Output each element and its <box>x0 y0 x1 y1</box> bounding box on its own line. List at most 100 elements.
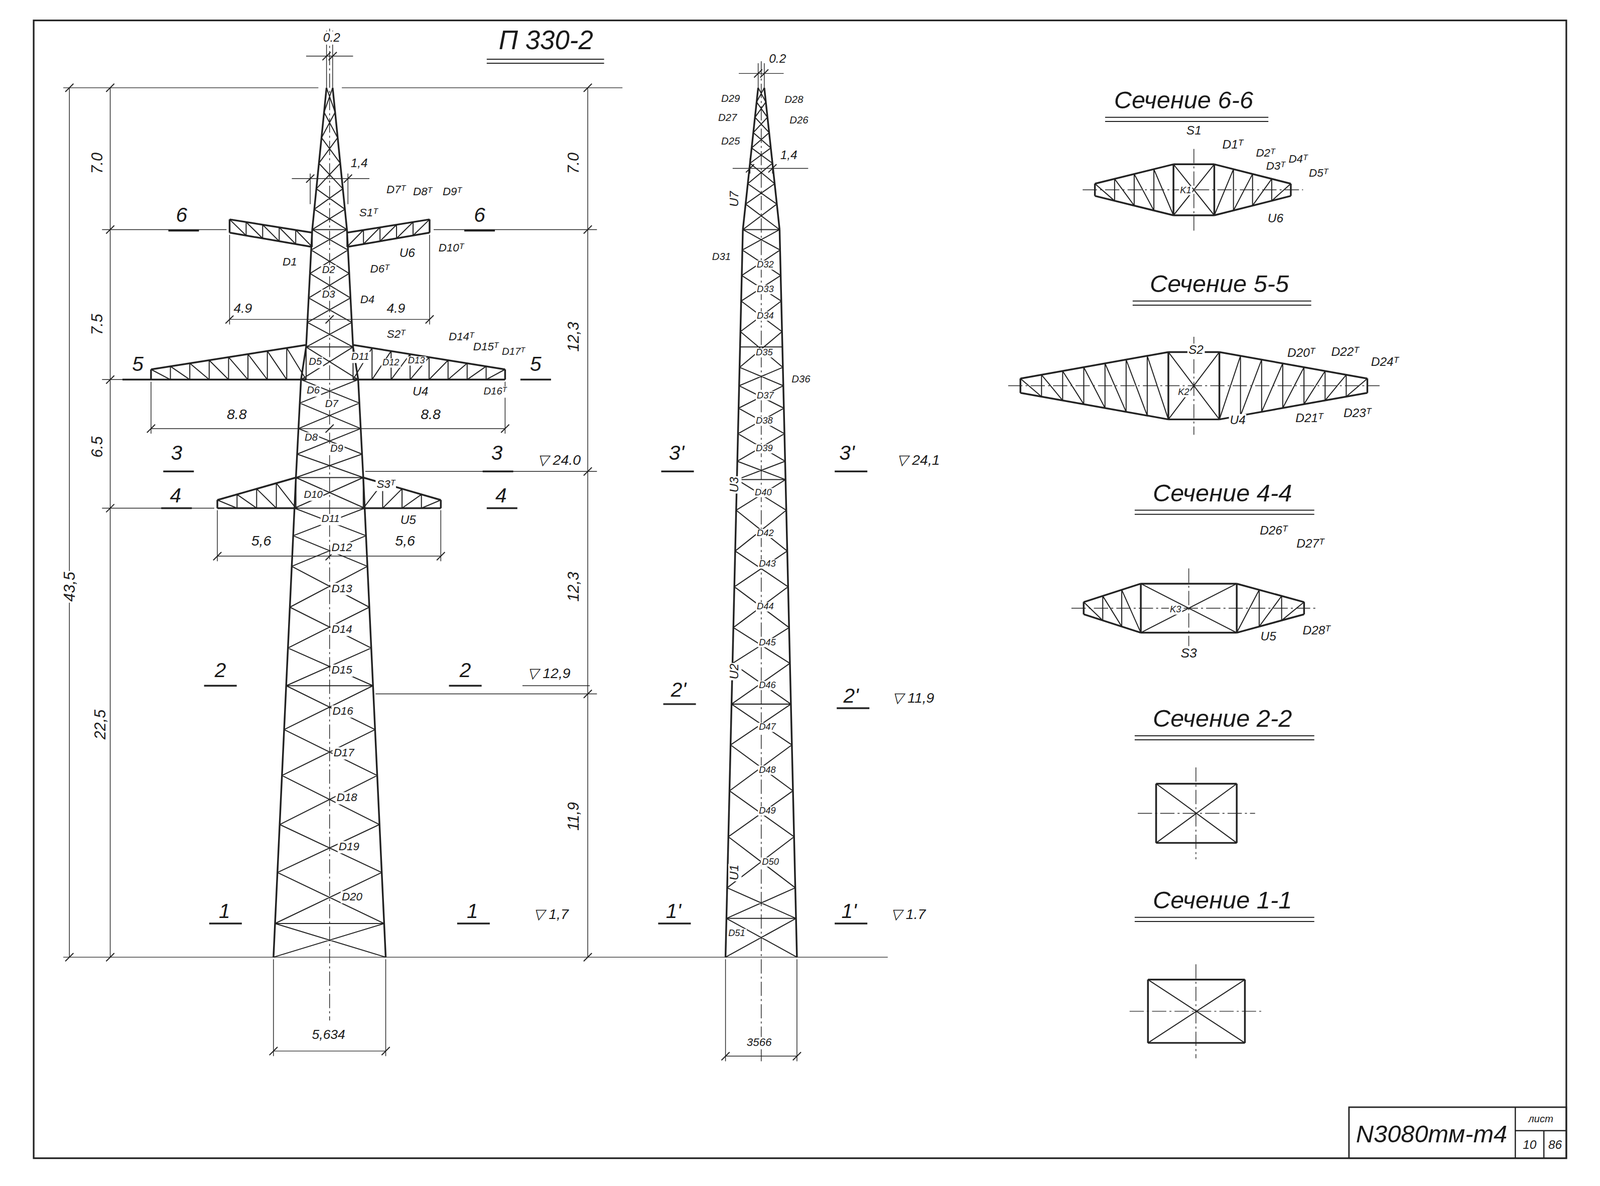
drawing-label: D20 <box>340 890 364 903</box>
section-label: 3 <box>490 442 504 464</box>
drawing-label: D2ᵀ <box>1254 147 1276 159</box>
drawing-label: D23ᵀ <box>1342 407 1373 421</box>
drawing-label: D7 <box>324 398 340 410</box>
drawing-label: U3 <box>728 475 742 494</box>
section-label: 1' <box>840 900 858 922</box>
drawing-label: D9ᵀ <box>441 185 463 198</box>
section-label: 4 <box>168 485 183 507</box>
drawing-label: D26 <box>788 114 810 126</box>
drawing-label: D42 <box>755 528 775 539</box>
drawing-label: U6 <box>398 246 417 260</box>
drawing-label: 7.0 <box>88 151 105 175</box>
drawing-label: D26ᵀ <box>1258 523 1289 538</box>
drawing-label: U1 <box>728 863 742 882</box>
drawing-label: 1,4 <box>349 157 369 171</box>
drawing-label: S2 <box>1187 343 1205 357</box>
drawing-label: 11,9 <box>565 801 582 832</box>
drawing-label: 5,6 <box>393 533 417 549</box>
drawing-label: D1 <box>281 256 299 269</box>
drawing-label: D25 <box>720 136 741 148</box>
drawing-label: лист <box>1527 1114 1555 1125</box>
drawing-label: D4ᵀ <box>1287 153 1309 165</box>
drawing-label: D12 <box>381 358 401 368</box>
drawing-label: D3 <box>321 289 337 301</box>
drawing-label: D10ᵀ <box>437 241 465 254</box>
drawing-label: D44 <box>755 602 775 612</box>
section-label: 3' <box>668 442 686 464</box>
drawing-label: D50 <box>760 857 780 867</box>
drawing-label: D46 <box>757 681 777 691</box>
drawing-label: D16ᵀ <box>482 386 507 397</box>
drawing-label: D29 <box>720 93 741 105</box>
drawing-label: D27 <box>717 112 738 124</box>
drawing-label: 4.9 <box>232 301 253 316</box>
drawing-label: D6 <box>305 385 321 396</box>
section-label: 3 <box>169 442 184 464</box>
drawing-label: D8ᵀ <box>412 185 434 198</box>
drawing-label: D1ᵀ <box>1221 138 1245 152</box>
section-label: 1 <box>465 900 480 922</box>
drawing-label: 7.5 <box>88 312 105 336</box>
section-label: 2 <box>458 659 473 682</box>
drawing-label: D15ᵀ <box>472 341 500 353</box>
drawing-label: D45 <box>757 637 777 648</box>
drawing-label: S1ᵀ <box>358 207 379 219</box>
drawing-label: 12,3 <box>565 320 582 353</box>
section-label: Сечение 4-4 <box>1151 479 1293 506</box>
drawing-label: D9 <box>329 443 345 455</box>
drawing-label: D18 <box>335 791 359 804</box>
section-label: 6 <box>175 204 189 227</box>
drawing-label: D40 <box>753 487 773 498</box>
section-label: 2 <box>213 659 228 682</box>
section-label: 2' <box>842 685 860 707</box>
drawing-label: ▽ 1,7 <box>532 906 570 922</box>
drawing-label: U2 <box>728 662 742 681</box>
drawing-label: D2 <box>321 264 337 276</box>
section-label: Сечение 5-5 <box>1148 271 1290 297</box>
drawing-label: D15 <box>330 664 354 677</box>
drawing-label: D16 <box>331 705 355 717</box>
drawing-label: 3566 <box>745 1036 773 1049</box>
drawing-label: U5 <box>399 513 418 527</box>
drawing-label: 43,5 <box>61 570 78 603</box>
drawing-label: D13 <box>407 356 427 366</box>
drawing-label: D8 <box>303 432 319 444</box>
drawing-label: D47 <box>757 722 777 733</box>
drawing-label: D6ᵀ <box>369 263 391 276</box>
drawing-label: U6 <box>1266 211 1285 225</box>
drawing-label: D51 <box>727 928 747 939</box>
drawing-label: 8.8 <box>225 407 248 423</box>
drawing-label: ▽ 24.0 <box>536 452 582 468</box>
main-member <box>122 87 1368 1043</box>
drawing-label: 12,3 <box>565 570 582 603</box>
center-line <box>329 28 1380 1062</box>
drawing-label: S1 <box>1185 123 1203 138</box>
drawing-label: D19 <box>337 841 361 853</box>
drawing-label: D31 <box>711 251 732 263</box>
drawing-label: D34 <box>755 311 775 322</box>
drawing-label: 8.8 <box>419 407 442 423</box>
drawing-label: S3 <box>1179 645 1198 660</box>
drawing-label: 4.9 <box>385 301 407 316</box>
section-label: Сечение 2-2 <box>1151 705 1293 732</box>
drawing-label: D33 <box>755 285 775 295</box>
drawing-label: D43 <box>757 559 777 570</box>
drawing-label: D36 <box>790 374 812 385</box>
drawing-label: D22ᵀ <box>1329 345 1360 359</box>
drawing-label: U4 <box>411 385 430 399</box>
drawing-label: S3ᵀ <box>375 478 396 491</box>
tower-geometry <box>63 28 1380 1062</box>
drawing-label: 86 <box>1547 1138 1563 1152</box>
section-label: Сечение 6-6 <box>1113 87 1255 113</box>
drawing-label: D17 <box>332 747 356 759</box>
drawing-label: D14 <box>330 623 354 636</box>
drawing-label: D28 <box>783 94 805 106</box>
drawing-label: S2ᵀ <box>385 328 407 341</box>
drawing-label: K2 <box>1176 387 1190 398</box>
drawing-label: U5 <box>1259 630 1278 644</box>
drawing-label: D5ᵀ <box>1307 167 1329 180</box>
drawing-label: 5,634 <box>311 1027 347 1042</box>
section-label: 5 <box>528 353 543 375</box>
drawing-label: D11 <box>320 513 341 525</box>
